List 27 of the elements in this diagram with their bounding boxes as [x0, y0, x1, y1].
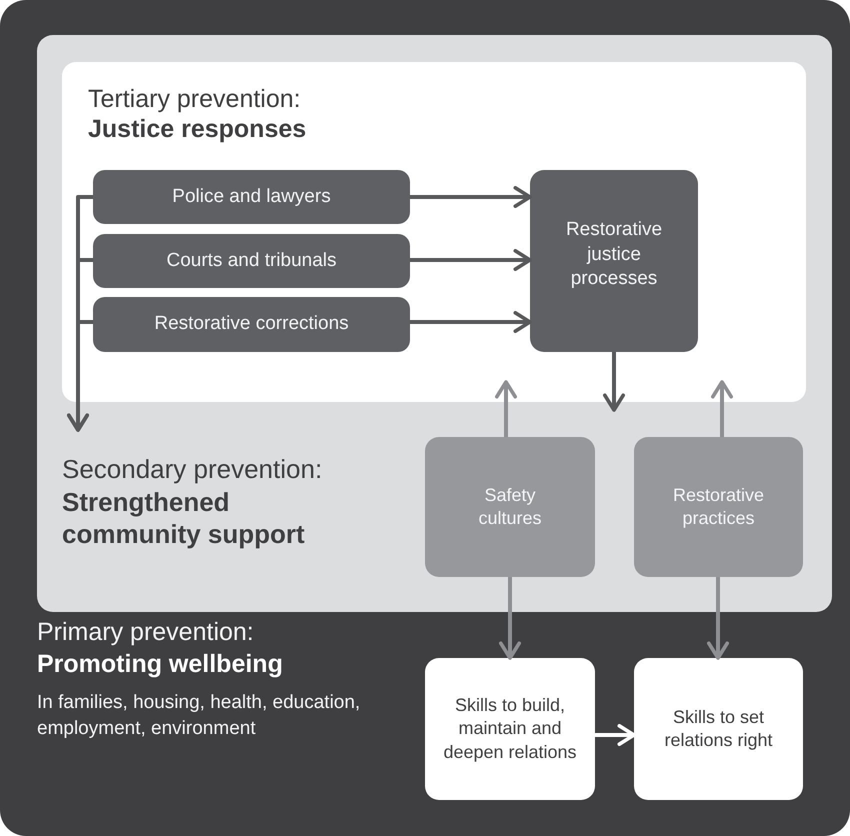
process-box: Restorative practices — [634, 437, 803, 577]
process-box: Courts and tribunals — [93, 234, 410, 288]
panel-body-text: In families, housing, health, education, employment, environment — [37, 691, 362, 741]
process-box: Safety cultures — [425, 437, 595, 577]
panel-heading: Tertiary prevention: — [88, 84, 302, 114]
process-box: Restorative justice processes — [530, 170, 698, 352]
tertiary-panel — [62, 62, 806, 402]
arrow — [499, 577, 521, 660]
panel-subheading: Promoting wellbeing — [37, 649, 284, 680]
panel-heading: Secondary prevention: — [62, 453, 324, 486]
arrow — [603, 352, 625, 412]
panel-subheading: Strengthened community support — [62, 486, 306, 550]
arrow — [595, 724, 636, 746]
arrow — [67, 320, 93, 432]
process-box: Skills to build, maintain and deepen relations — [425, 658, 595, 800]
arrow — [495, 380, 517, 437]
process-box: Police and lawyers — [93, 170, 410, 224]
arrow — [711, 380, 733, 437]
process-box: Skills to set relations right — [634, 658, 803, 800]
arrow — [410, 186, 532, 208]
arrow — [410, 249, 532, 271]
process-box: Restorative corrections — [93, 297, 410, 352]
secondary-panel — [37, 35, 832, 612]
panel-subheading: Justice responses — [88, 114, 308, 144]
panel-heading: Primary prevention: — [37, 617, 255, 648]
arrow — [410, 311, 532, 333]
arrow — [707, 577, 729, 660]
